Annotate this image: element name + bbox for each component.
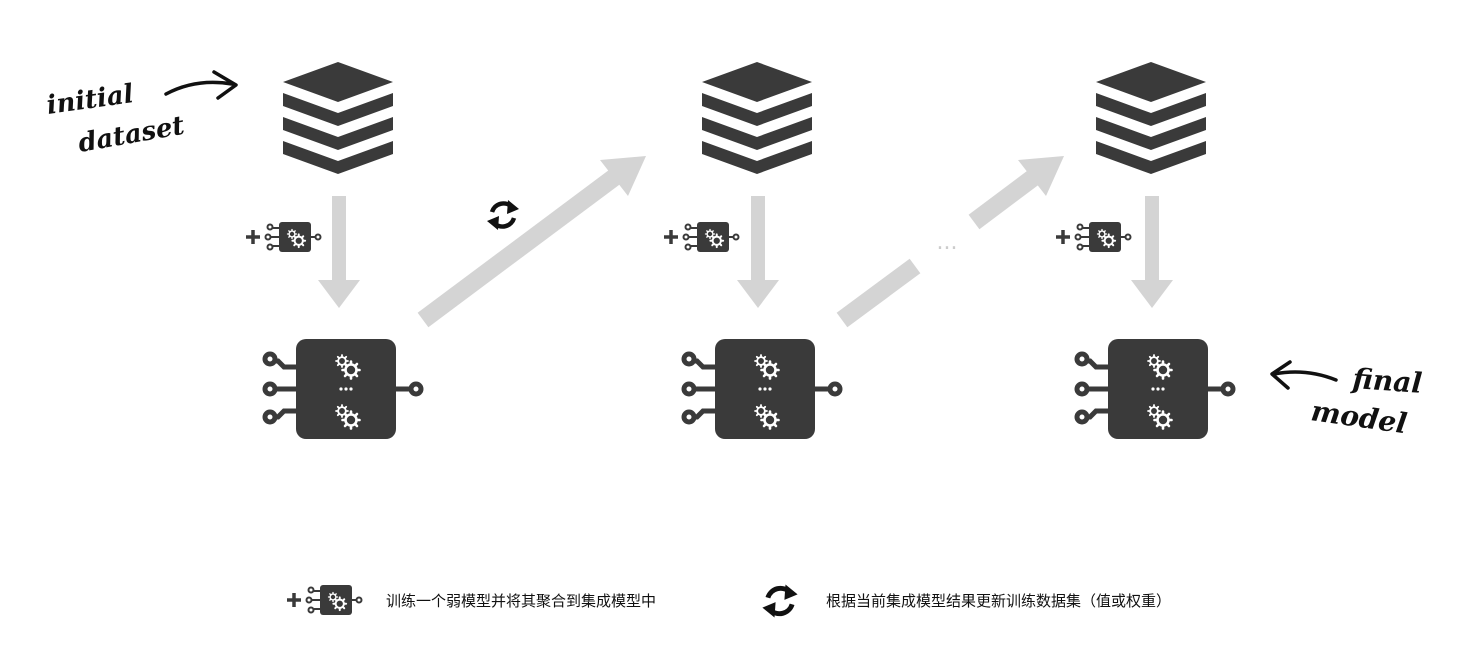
- ellipsis-label: ...: [937, 230, 958, 255]
- weak-model-icon: [1056, 222, 1131, 252]
- legend-train-text: 训练一个弱模型并将其聚合到集成模型中: [386, 592, 657, 610]
- ensemble-model-icon: [1077, 339, 1233, 439]
- final-label-line2: model: [1309, 394, 1409, 440]
- weak-model-icon: [664, 222, 739, 252]
- initial-label-line2: dataset: [76, 111, 187, 159]
- update-arrow-dashed: [836, 156, 1064, 328]
- train-arrow: [1131, 196, 1173, 308]
- final-label-line1: final: [1350, 362, 1424, 400]
- legend-weak-model-icon: [287, 585, 362, 615]
- legend-update-text: 根据当前集成模型结果更新训练数据集（值或权重）: [826, 592, 1172, 610]
- ensemble-model-icon: [265, 339, 421, 439]
- weak-model-icon: [246, 222, 321, 252]
- refresh-cycle-icon: [487, 200, 519, 230]
- initial-label-line1: initial: [45, 79, 136, 121]
- final-model-annotation: final model: [1270, 360, 1424, 440]
- train-arrow: [318, 196, 360, 308]
- dataset-stack-icon: [702, 62, 812, 174]
- dataset-stack-icon: [283, 62, 393, 174]
- train-arrow: [737, 196, 779, 308]
- dataset-stack-icon: [1096, 62, 1206, 174]
- update-arrow: [417, 156, 646, 328]
- ensemble-model-icon: [684, 339, 840, 439]
- initial-dataset-annotation: initial dataset: [45, 70, 238, 159]
- legend-refresh-icon: [762, 585, 797, 618]
